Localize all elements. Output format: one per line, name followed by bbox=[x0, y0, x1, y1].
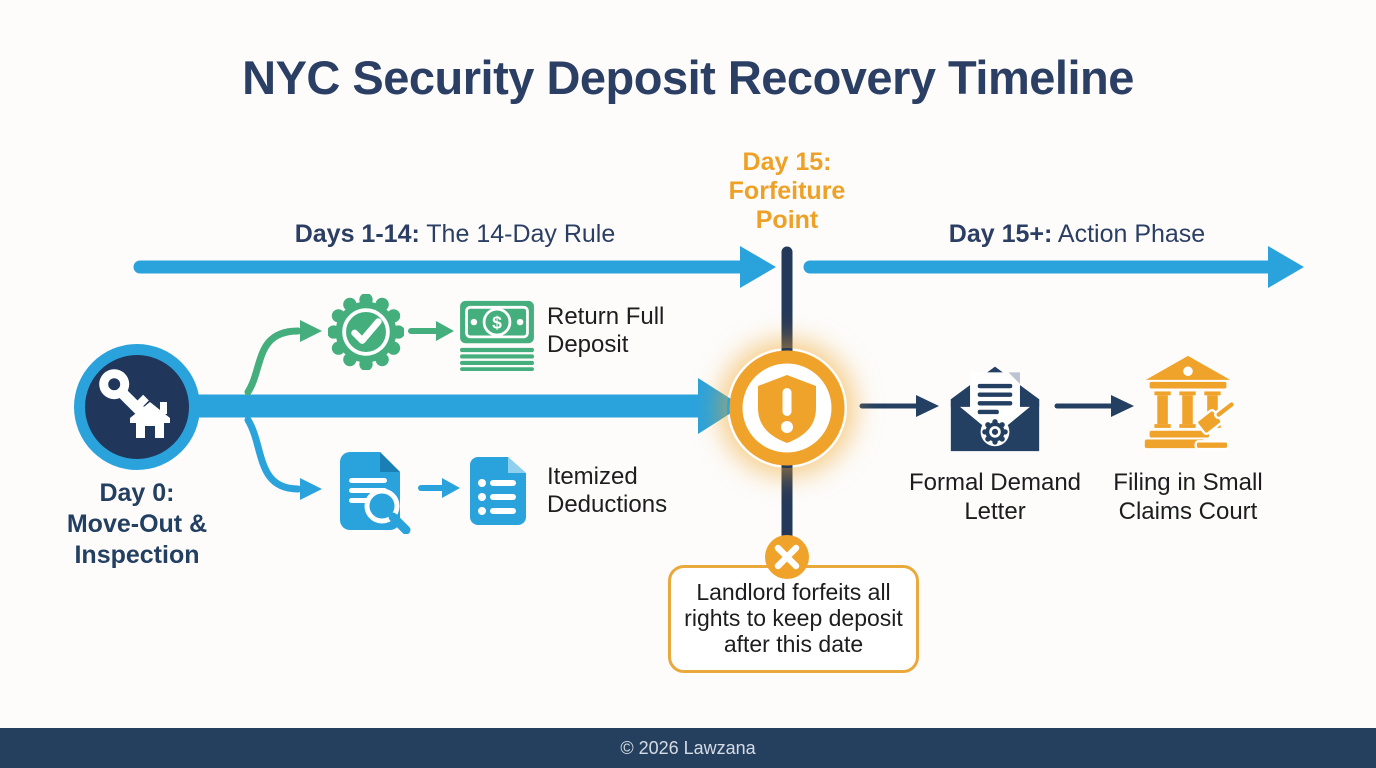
timeline-arrow-phase2 bbox=[803, 246, 1304, 288]
x-circle-icon bbox=[764, 534, 810, 580]
footer-bar: © 2026 Lawzana bbox=[0, 728, 1376, 768]
demand-letter-label: Formal Demand Letter bbox=[908, 469, 1082, 525]
itemized-deductions-label: Itemized Deductions bbox=[547, 463, 668, 518]
phase1-label: Days 1-14: The 14-Day Rule bbox=[135, 220, 775, 249]
envelope-letter-icon bbox=[947, 355, 1043, 460]
courthouse-gavel-icon bbox=[1140, 352, 1237, 457]
small-claims-label: Filing in Small Claims Court bbox=[1113, 469, 1263, 525]
arrow-letter-to-court bbox=[1054, 395, 1134, 417]
phase2-label: Day 15+: Action Phase bbox=[877, 220, 1277, 249]
branch-arrow-return bbox=[244, 320, 322, 396]
phase2-label-bold: Day 15+: bbox=[948, 220, 1053, 248]
forfeiture-callout-box bbox=[668, 565, 919, 673]
cash-icon: $ bbox=[458, 299, 536, 376]
forfeiture-callout-text: Landlord forfeits all rights to keep dep… bbox=[684, 579, 903, 657]
phase1-label-bold: Days 1-14: bbox=[294, 220, 420, 248]
document-search-icon bbox=[336, 450, 414, 539]
footer-copyright: © 2026 Lawzana bbox=[620, 737, 756, 758]
phase2-label-rest: Action Phase bbox=[1052, 220, 1206, 248]
arrow-badge-to-cash bbox=[408, 321, 454, 341]
milestone-day15-label: Day 15: Forfeiture Point bbox=[728, 148, 846, 234]
list-document-icon bbox=[468, 455, 528, 532]
day0-label: Day 0: Move-Out & Inspection bbox=[66, 479, 208, 569]
check-badge-icon bbox=[327, 293, 405, 375]
return-deposit-label: Return Full Deposit bbox=[547, 303, 665, 358]
page-title: NYC Security Deposit Recovery Timeline bbox=[242, 51, 1134, 104]
alert-shield-icon bbox=[727, 348, 847, 468]
key-house-icon bbox=[72, 342, 202, 477]
arrow-doc-to-list bbox=[418, 478, 460, 498]
timeline-arrow-phase1 bbox=[133, 246, 776, 288]
svg-text:$: $ bbox=[492, 313, 502, 333]
phase1-label-rest: The 14-Day Rule bbox=[419, 220, 616, 248]
arrow-shield-to-letter bbox=[859, 395, 939, 417]
main-flow-arrow bbox=[160, 378, 742, 434]
branch-arrow-deductions bbox=[244, 416, 322, 500]
